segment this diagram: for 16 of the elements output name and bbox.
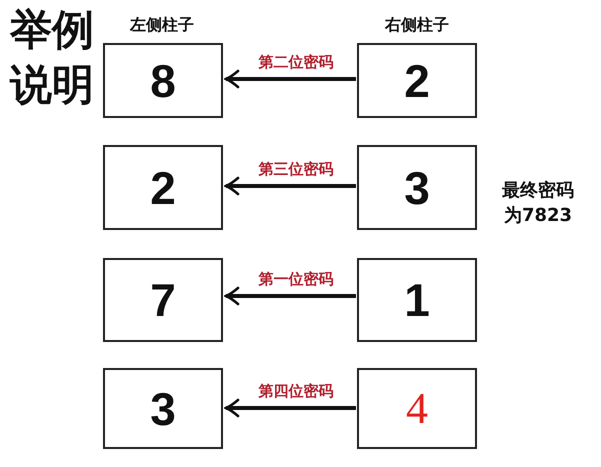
number-box: 3 bbox=[103, 368, 223, 449]
number-box: 3 bbox=[357, 145, 477, 230]
column-heading: 左侧柱子 bbox=[128, 14, 195, 36]
title: 举例说明 bbox=[10, 4, 95, 111]
edge-label: 第四位密码 bbox=[256, 382, 336, 400]
edge-label: 第一位密码 bbox=[256, 270, 336, 288]
column-heading: 右侧柱子 bbox=[384, 14, 450, 36]
edge-label: 第三位密码 bbox=[256, 160, 336, 178]
number-box: 1 bbox=[357, 258, 477, 342]
result-note: 最终密码为7823 bbox=[501, 179, 575, 228]
number-box: 7 bbox=[103, 258, 223, 342]
edge-label: 第二位密码 bbox=[256, 53, 336, 71]
number-box: 8 bbox=[103, 43, 223, 118]
number-box: 2 bbox=[357, 43, 477, 118]
number-box: 2 bbox=[103, 145, 223, 230]
number-box: 4 bbox=[357, 368, 477, 449]
